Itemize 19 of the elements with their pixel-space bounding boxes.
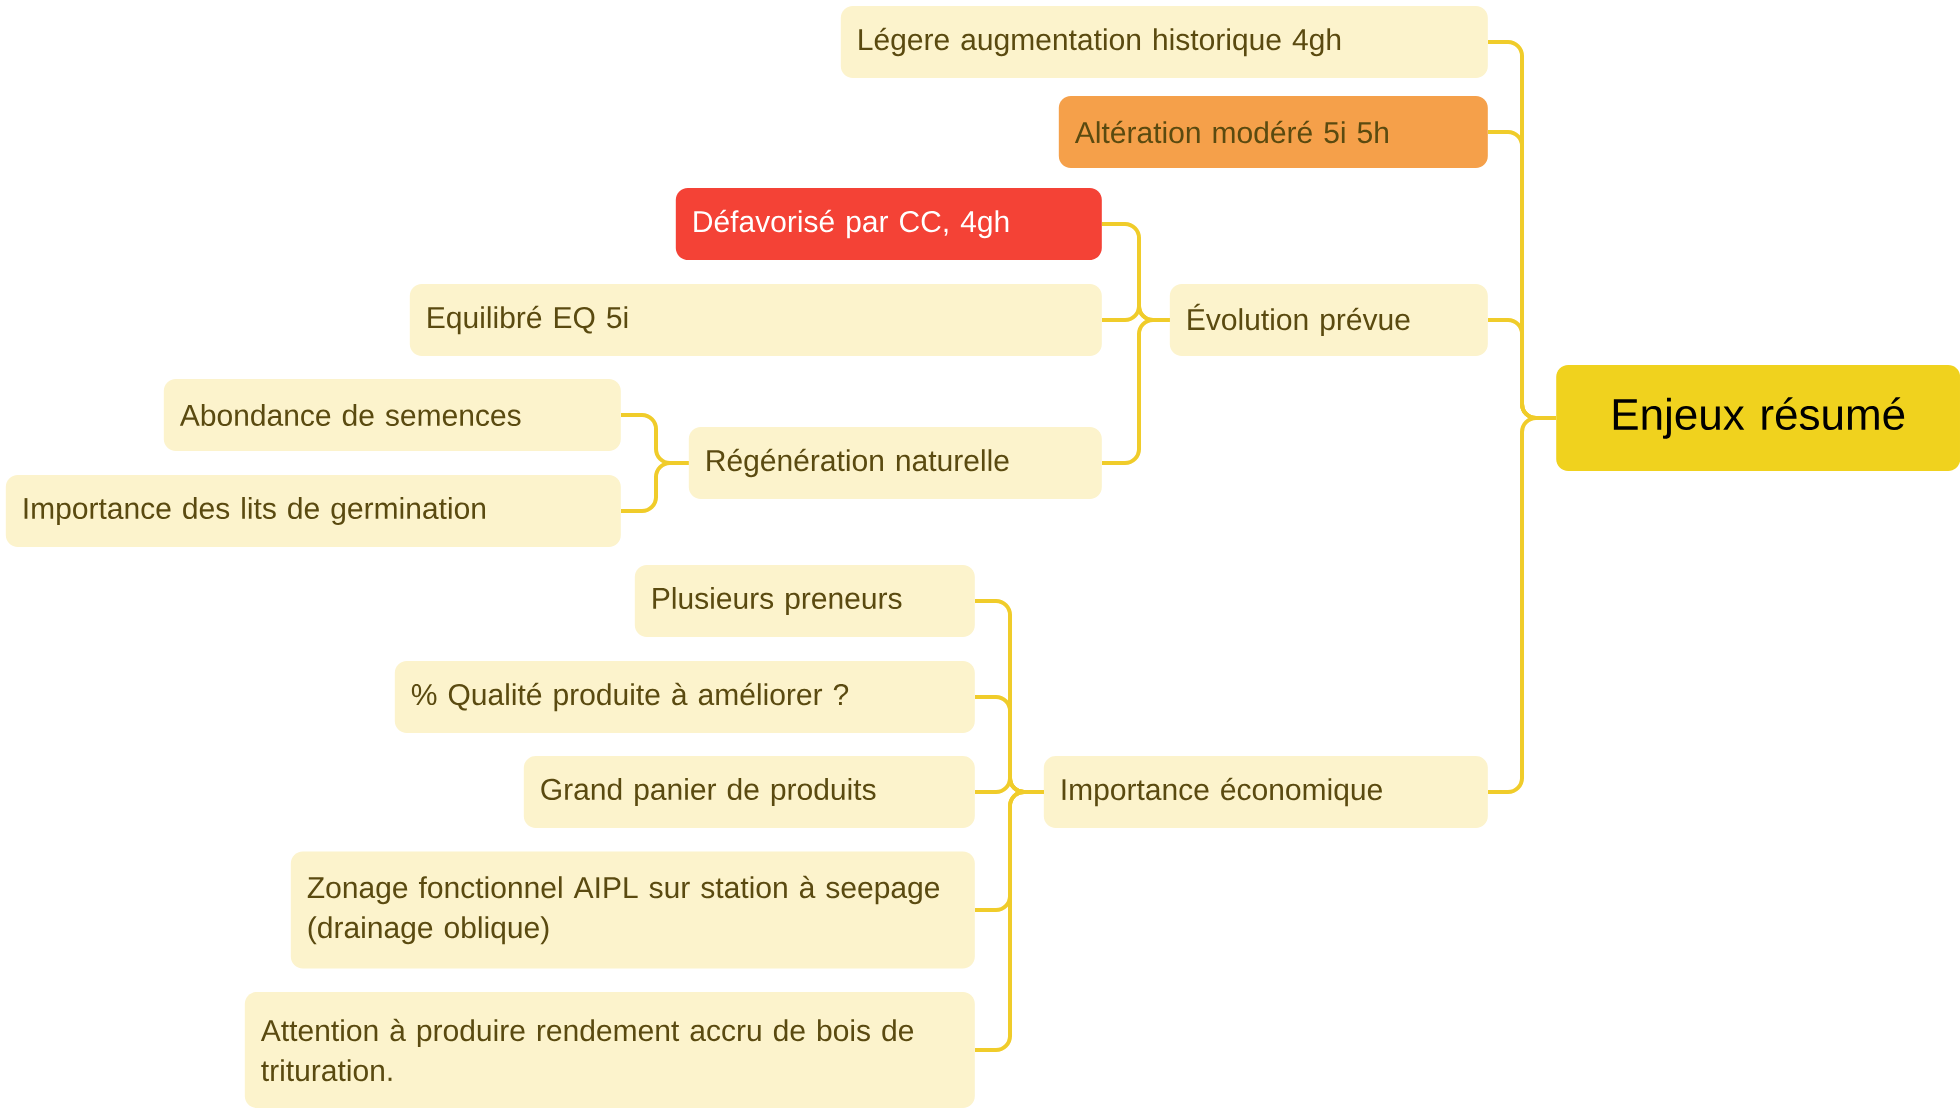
topic-box: Altération modéré 5i 5h — [1058, 96, 1488, 168]
topic-box: Equilibré EQ 5i — [409, 284, 1102, 356]
topic-box: Attention à produire rendement accru de bois de trituration. — [244, 992, 975, 1108]
topic-box: Évolution prévue — [1169, 284, 1488, 356]
topic-box: Importance économique — [1043, 756, 1488, 828]
topic-box: Légere augmentation historique 4gh — [840, 6, 1488, 78]
connector — [621, 461, 689, 513]
topic-box: Plusieurs preneurs — [634, 565, 975, 637]
topic-box: Régénération naturelle — [688, 427, 1102, 499]
topic-box: Grand panier de produits — [523, 756, 975, 828]
topic-box: Zonage fonctionnel AIPL sur station à seepage (drainage oblique) — [290, 851, 975, 969]
connector — [1102, 318, 1170, 465]
topic-box: Importance des lits de germination — [5, 475, 621, 547]
topic-box: Défavorisé par CC, 4gh — [675, 188, 1102, 260]
topic-box: Abondance de semences — [163, 379, 621, 451]
connector — [1488, 416, 1556, 794]
central-topic-box: Enjeux résumé — [1556, 365, 1960, 471]
connector — [975, 790, 1044, 1052]
topic-box: % Qualité produite à améliorer ? — [394, 661, 975, 733]
